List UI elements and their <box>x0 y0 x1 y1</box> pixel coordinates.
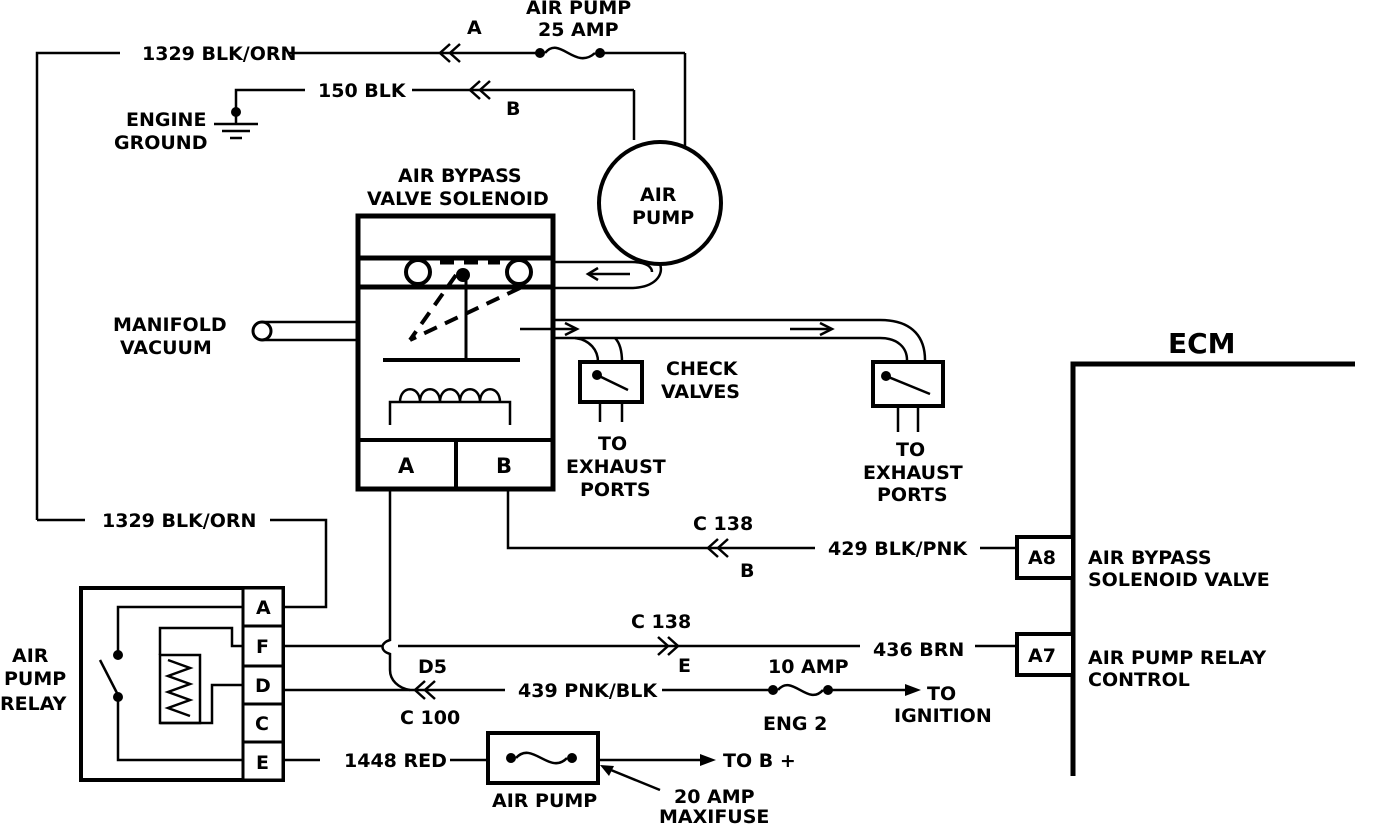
air-pump-label-1: AIR <box>640 184 677 206</box>
wire-436 <box>283 636 1017 656</box>
relay-pin-d: D <box>255 675 271 697</box>
c138-lower-pin-label: E <box>678 655 691 677</box>
relay-pin-a: A <box>256 597 271 619</box>
air-pump-fuse-label-1: AIR PUMP <box>526 0 631 19</box>
c138-upper-pin-label: B <box>740 560 754 582</box>
maxifuse-label-2: MAXIFUSE <box>659 806 769 826</box>
air-pump-relay <box>79 586 285 782</box>
maxifuse-icon <box>486 731 600 785</box>
to-ignition-label-2: IGNITION <box>894 705 992 727</box>
exhaust-2-label-3: PORTS <box>877 484 948 506</box>
bypass-solenoid-body <box>355 213 556 492</box>
relay-pin-c: C <box>255 713 269 735</box>
exhaust-2-label-1: TO <box>896 439 925 461</box>
relay-pin-f: F <box>256 636 269 658</box>
c100-label: C 100 <box>400 707 460 729</box>
exhaust-1-label-3: PORTS <box>580 479 651 501</box>
wire-436-label: 436 BRN <box>873 639 964 661</box>
air-pump-fuse-label-2: 25 AMP <box>538 19 619 41</box>
to-ignition-label-1: TO <box>927 683 956 705</box>
connector-a-top <box>438 43 461 63</box>
wire-429-label: 429 BLK/PNK <box>828 538 968 560</box>
exhaust-1-label-1: TO <box>598 433 627 455</box>
connector-a-top-label: A <box>467 17 482 39</box>
relay-label-3: RELAY <box>0 693 67 715</box>
wire-439 <box>283 680 921 700</box>
engine-ground-label-2: GROUND <box>114 132 207 154</box>
solenoid-pin-b: B <box>496 454 512 478</box>
a7-label-2: CONTROL <box>1088 669 1190 691</box>
maxifuse-label-1: 20 AMP <box>674 786 755 808</box>
wire-solenoid-a <box>381 489 411 692</box>
solenoid-coil-icon <box>398 388 502 403</box>
exhaust-1-label-2: EXHAUST <box>566 456 666 478</box>
manifold-vacuum-tube <box>251 320 358 342</box>
ecm-pin-a7: A7 <box>1028 645 1056 667</box>
engine-ground-label-1: ENGINE <box>126 109 206 131</box>
maxifuse-name-label: AIR PUMP <box>492 790 597 812</box>
ecm-pin-a8: A8 <box>1028 547 1056 569</box>
fuse-25amp <box>535 46 605 60</box>
wire-1448 <box>283 754 716 766</box>
relay-pin-e: E <box>256 752 269 774</box>
hose-pump-to-solenoid <box>553 260 663 290</box>
check-valves-label-2: VALVES <box>661 381 740 403</box>
relay-label-2: PUMP <box>4 668 66 690</box>
c138-upper-label: C 138 <box>693 513 753 535</box>
manifold-label-2: VACUUM <box>120 337 212 359</box>
to-b-plus-label: TO B + <box>723 750 796 772</box>
connector-b-top <box>468 80 491 100</box>
wire-1329-top <box>35 51 687 520</box>
wire-1448-label: 1448 RED <box>344 750 447 772</box>
wire-150-label: 150 BLK <box>318 80 407 102</box>
bypass-label-1: AIR BYPASS <box>398 165 522 187</box>
fuse-10amp-label: 10 AMP <box>768 656 849 678</box>
a8-label-2: SOLENOID VALVE <box>1088 569 1270 591</box>
manifold-label-1: MANIFOLD <box>113 314 227 336</box>
check-valve-1 <box>578 360 644 422</box>
solenoid-pin-a: A <box>398 454 415 478</box>
ecm-block <box>1015 361 1355 776</box>
exhaust-2-label-2: EXHAUST <box>863 462 963 484</box>
relay-label-1: AIR <box>12 645 49 667</box>
a7-label-1: AIR PUMP RELAY <box>1088 647 1266 669</box>
d5-label: D5 <box>418 656 447 678</box>
c138-lower-label: C 138 <box>631 611 691 633</box>
wire-150 <box>234 88 636 140</box>
wire-439-label: 439 PNK/BLK <box>518 680 658 702</box>
bypass-label-2: VALVE SOLENOID <box>367 188 549 210</box>
check-valve-2 <box>871 360 945 432</box>
fuse-10amp <box>768 683 833 697</box>
ecm-label: ECM <box>1168 327 1236 360</box>
a8-label-1: AIR BYPASS <box>1088 547 1212 569</box>
connector-b-top-label: B <box>506 98 520 120</box>
wire-1329-bottom-label: 1329 BLK/ORN <box>102 510 256 532</box>
air-pump-label-2: PUMP <box>632 207 694 229</box>
outlet-hose <box>520 318 927 363</box>
wire-1329-bottom <box>37 518 328 609</box>
eng2-label: ENG 2 <box>763 713 827 735</box>
wire-429 <box>506 489 1017 558</box>
engine-ground-icon <box>214 107 258 140</box>
wire-1329-top-label: 1329 BLK/ORN <box>142 43 296 65</box>
maxifuse-pointer <box>600 765 661 792</box>
check-valves-label-1: CHECK <box>666 358 739 380</box>
